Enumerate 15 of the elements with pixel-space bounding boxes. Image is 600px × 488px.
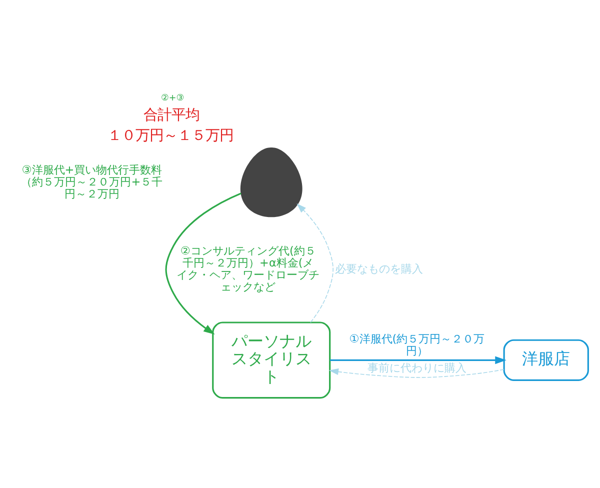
edge-label: 必要なものを購入: [335, 262, 424, 276]
node-label: １０万円～１５万円: [107, 128, 234, 144]
node-label: 合計平均: [143, 107, 200, 124]
edge-label: ②コンサルティング代(約５千円～２万円）+α料金(メイク・ヘア、ワードローブチェックなど: [176, 244, 320, 294]
arrow: [330, 356, 506, 364]
edge-label: 事前に代わりに購入: [367, 362, 466, 375]
edge-label: ①洋服代(約５万円～２０万円）: [349, 332, 485, 358]
label: ③洋服代+買い物代行手数料（約５万円～２０万円+５千円～２万円: [21, 163, 163, 200]
node-person: [240, 147, 302, 218]
node-label: ②+③: [160, 93, 184, 104]
arrow: [296, 203, 334, 323]
node-box: パーソナルスタイリスト: [212, 322, 331, 399]
arrow: [165, 192, 242, 334]
arrow: [328, 368, 504, 378]
node-box: 洋服店: [503, 339, 589, 381]
